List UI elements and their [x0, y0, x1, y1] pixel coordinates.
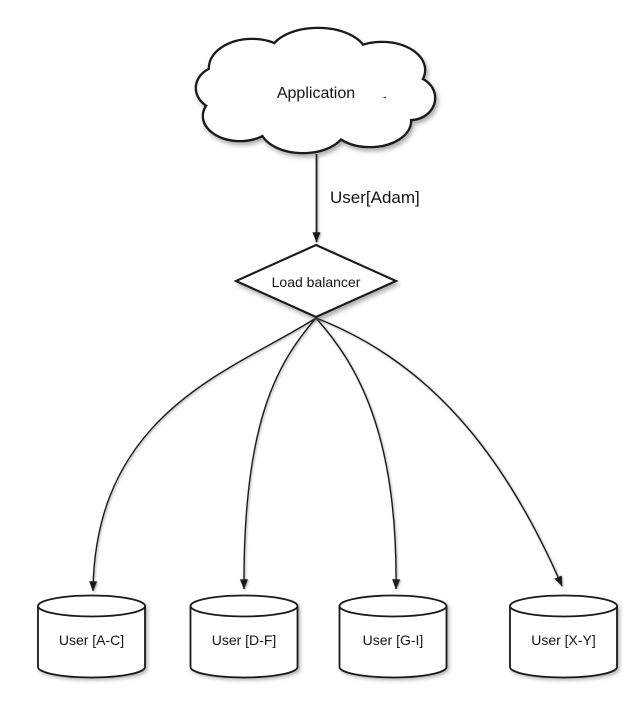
- db-cylinder-body: [37, 606, 146, 679]
- edge-loadbalancer-to-db-d-f: [239, 317, 317, 590]
- db-cylinder-top: [37, 594, 146, 618]
- db-cylinder-body: [189, 606, 299, 679]
- db-label: User [G-I]: [363, 632, 424, 648]
- db-cylinder-body: [509, 606, 618, 679]
- edge-loadbalancer-to-db-g-i: [315, 317, 401, 590]
- db-node-user-g-i: User [G-I]: [338, 594, 448, 679]
- edge-loadbalancer-to-db-x-y: [315, 317, 563, 587]
- db-node-user-d-f: User [D-F]: [189, 594, 299, 679]
- load-balancer-label: Load balancer: [272, 274, 361, 290]
- db-cylinder-top: [509, 594, 618, 618]
- db-cylinder-body: [338, 606, 448, 679]
- load-balancer-node: Load balancer: [233, 243, 399, 319]
- request-edge-label: User[Adam]: [330, 188, 420, 207]
- application-node: Application: [197, 29, 434, 152]
- diagram-edges: [89, 154, 563, 592]
- db-label: User [A-C]: [59, 632, 124, 648]
- application-label: Application: [277, 85, 355, 102]
- db-label: User [D-F]: [212, 632, 277, 648]
- edge-loadbalancer-to-db-a-c: [89, 317, 317, 592]
- load-balancer-diamond: [233, 243, 399, 319]
- db-label: User [X-Y]: [531, 632, 596, 648]
- db-cylinder-top: [189, 594, 299, 618]
- db-node-user-a-c: User [A-C]: [37, 594, 146, 679]
- db-cylinder-top: [338, 594, 448, 618]
- db-node-user-x-y: User [X-Y]: [509, 594, 618, 679]
